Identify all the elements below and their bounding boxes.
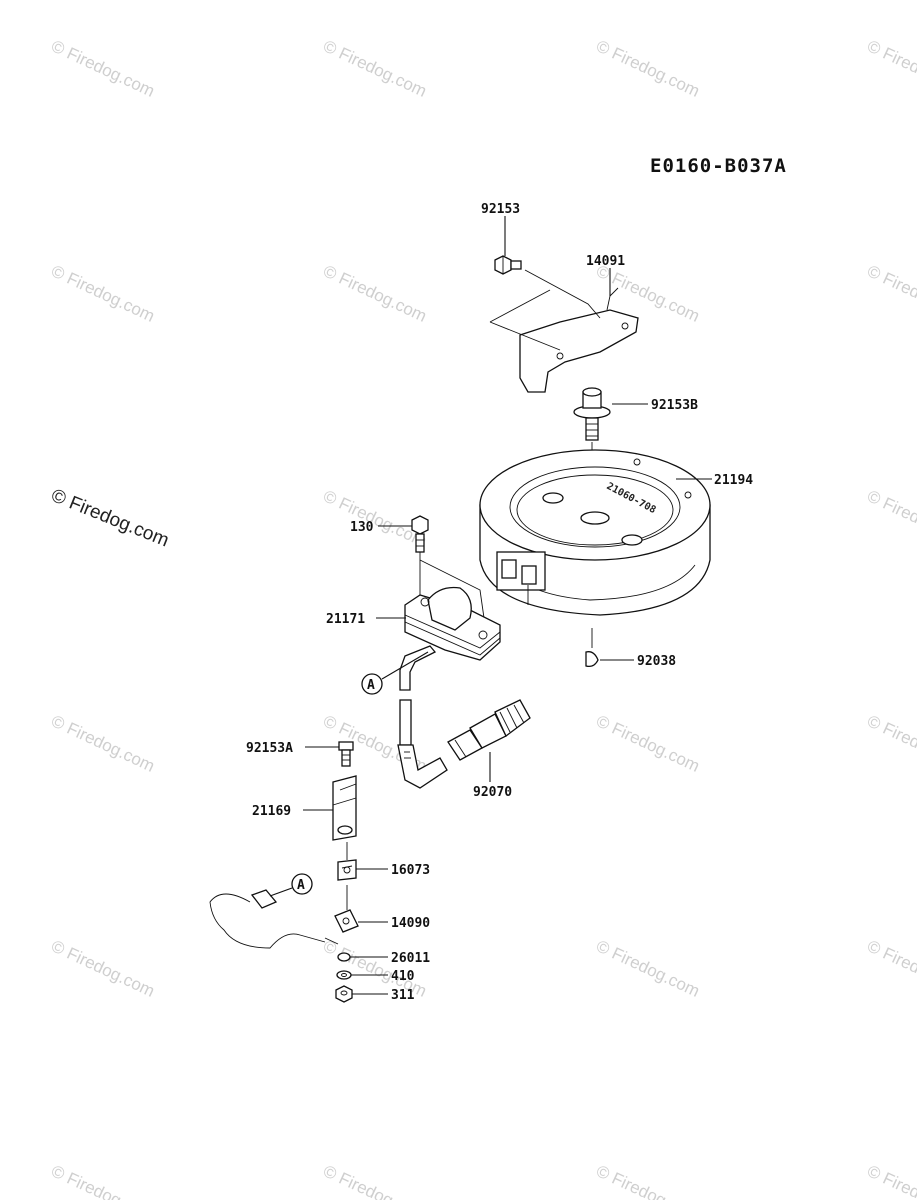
watermark: © Firedog.com bbox=[48, 1161, 157, 1200]
bolt-92153 bbox=[494, 255, 522, 275]
watermark: © Firedog.com bbox=[864, 936, 917, 1000]
watermark: © Firedog.com bbox=[320, 1161, 429, 1200]
spark-plug-92070 bbox=[447, 699, 531, 761]
washer-410 bbox=[336, 970, 352, 980]
reference-marker-a-lower: A bbox=[269, 873, 313, 897]
part-label-21169: 21169 bbox=[252, 804, 291, 819]
watermark: © Firedog.com bbox=[593, 36, 702, 100]
watermark: © Firedog.com bbox=[48, 36, 157, 100]
switch-21169 bbox=[332, 775, 357, 841]
bracket-14091 bbox=[519, 287, 639, 393]
part-label-16073: 16073 bbox=[391, 863, 430, 878]
part-label-130: 130 bbox=[350, 520, 374, 535]
part-label-92153B: 92153B bbox=[651, 398, 698, 413]
watermark: © Firedog.com bbox=[320, 36, 429, 100]
part-label-92153A: 92153A bbox=[246, 741, 293, 756]
part-label-21171: 21171 bbox=[326, 612, 365, 627]
part-label-14091: 14091 bbox=[586, 254, 625, 269]
watermark: © Firedog.com bbox=[864, 486, 917, 550]
leader-lines-14091 bbox=[524, 269, 601, 319]
watermark: © Firedog.com bbox=[48, 936, 157, 1000]
clip-14090 bbox=[334, 885, 359, 933]
marker-a-label: A bbox=[367, 678, 375, 693]
reference-marker-a-upper: A bbox=[361, 651, 429, 695]
part-label-311: 311 bbox=[391, 988, 415, 1003]
key-92038 bbox=[585, 628, 599, 668]
lead-wire-26011 bbox=[209, 889, 339, 949]
marker-a-label: A bbox=[297, 878, 305, 893]
nut-311 bbox=[335, 985, 353, 1003]
part-label-92153: 92153 bbox=[481, 202, 520, 217]
watermark: © Firedog.com bbox=[864, 711, 917, 775]
part-label-92038: 92038 bbox=[637, 654, 676, 669]
part-label-92070: 92070 bbox=[473, 785, 512, 800]
part-label-26011: 26011 bbox=[391, 951, 430, 966]
watermark: © Firedog.com bbox=[48, 261, 157, 325]
flywheel-21194: 21060-708 bbox=[479, 449, 711, 616]
watermark: © Firedog.com bbox=[593, 1161, 702, 1200]
terminal-26011 bbox=[337, 952, 351, 962]
watermark: © Firedog.com bbox=[593, 711, 702, 775]
diagram-code: E0160-B037A bbox=[650, 155, 787, 177]
part-labels: 92153 14091 92153B 21194 130 21171 92038… bbox=[246, 202, 753, 1003]
watermark: © Firedog.com bbox=[864, 1161, 917, 1200]
watermark: © Firedog.com bbox=[48, 711, 157, 775]
watermark: © Firedog.com bbox=[864, 261, 917, 325]
part-label-21194: 21194 bbox=[714, 473, 753, 488]
holder-16073 bbox=[337, 842, 357, 881]
watermark-prominent: © Firedog.com bbox=[48, 485, 172, 551]
bolt-92153B bbox=[573, 387, 611, 441]
part-label-410: 410 bbox=[391, 969, 415, 984]
watermark: © Firedog.com bbox=[320, 486, 429, 550]
bolt-92153A bbox=[338, 741, 354, 767]
ignition-coil-21171 bbox=[399, 586, 501, 691]
part-label-14090: 14090 bbox=[391, 916, 430, 931]
watermark: © Firedog.com bbox=[864, 36, 917, 100]
spark-plug-cap bbox=[397, 699, 448, 789]
watermark: © Firedog.com bbox=[593, 936, 702, 1000]
watermark: © Firedog.com bbox=[320, 261, 429, 325]
